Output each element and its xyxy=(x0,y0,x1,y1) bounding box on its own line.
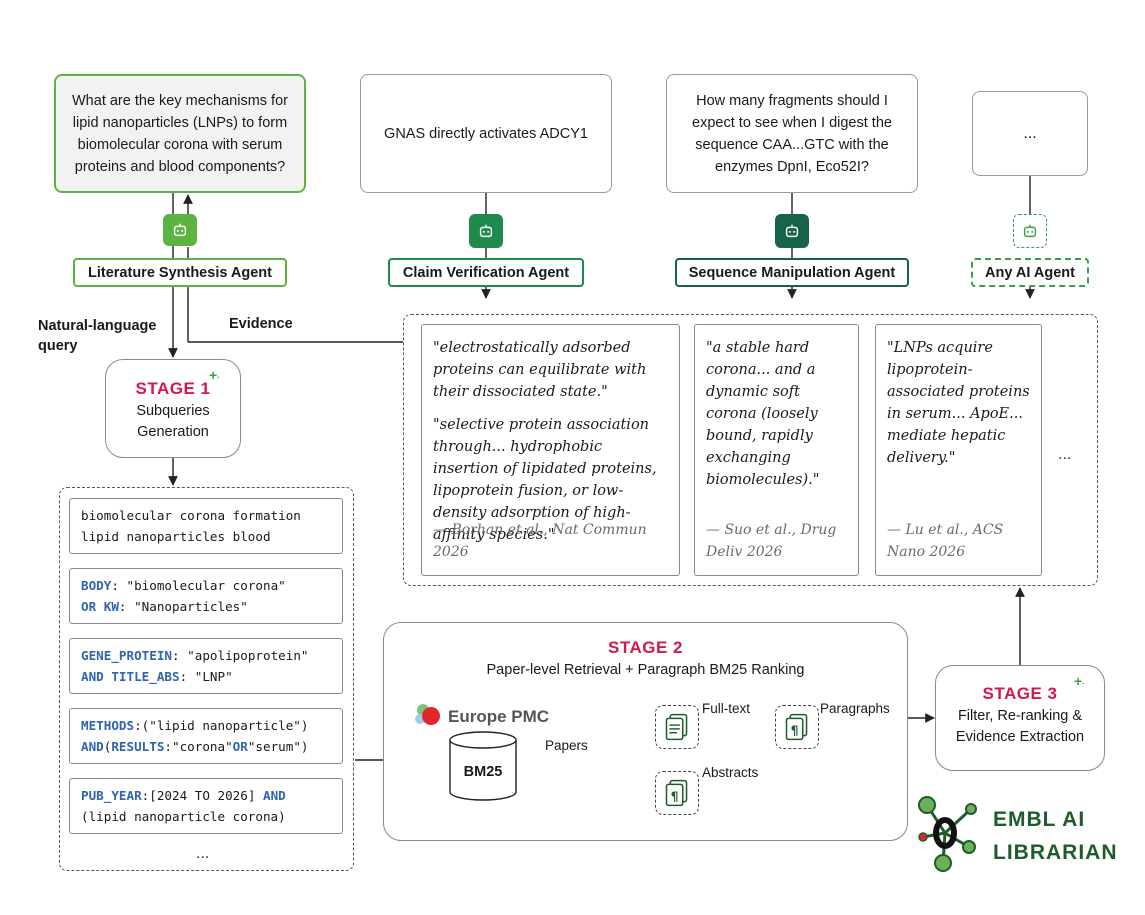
query-box-literature: What are the key mechanisms for lipid na… xyxy=(54,74,306,193)
subquery-item: BODY: "biomolecular corona" OR KW: "Nano… xyxy=(69,568,343,624)
evidence-quote: "a stable hard corona... and a dynamic s… xyxy=(706,340,820,488)
embl-logo-icon xyxy=(913,791,981,873)
subquery-text: :"corona" xyxy=(164,739,233,754)
subquery-keyword: PUB_YEAR xyxy=(81,788,142,803)
subquery-text: (lipid nanoparticle corona) xyxy=(81,809,286,824)
subquery-keyword: OR KW xyxy=(81,599,119,614)
subquery-text: ( xyxy=(103,739,112,754)
subquery-text: biomolecular corona formation lipid nano… xyxy=(81,508,301,544)
evidence-citation: — Suo et al., Drug Deliv 2026 xyxy=(706,522,837,560)
stage2-box: STAGE 2 Paper-level Retrieval + Paragrap… xyxy=(383,622,908,841)
stage1-box: STAGE 1 Subqueries Generation +· xyxy=(105,359,241,458)
svg-text:¶: ¶ xyxy=(671,789,679,804)
evidence-container xyxy=(403,314,1098,586)
paragraphs-label: Paragraphs xyxy=(820,701,890,716)
stage2-subtitle: Paper-level Retrieval + Paragraph BM25 R… xyxy=(486,662,805,678)
agent-label-claim: Claim Verification Agent xyxy=(388,258,584,287)
subquery-text: : "apolipoprotein" xyxy=(172,648,309,663)
sparkle-icon: +· xyxy=(209,367,220,383)
subquery-keyword: AND TITLE_ABS xyxy=(81,669,180,684)
subqueries-container xyxy=(59,487,354,871)
stage3-subtitle: Filter, Re-ranking & Evidence Extraction xyxy=(955,708,1085,745)
evidence-quote: "electrostatically adsorbed proteins can… xyxy=(433,340,647,400)
subquery-text: :[2024 TO 2026] xyxy=(141,788,263,803)
subquery-item: biomolecular corona formation lipid nano… xyxy=(69,498,343,554)
subquery-text: : "Nanoparticles" xyxy=(118,599,248,614)
evidence-quote: "LNPs acquire lipoprotein-associated pro… xyxy=(887,340,1030,466)
papers-label: Papers xyxy=(545,738,588,753)
robot-icon xyxy=(1013,214,1047,248)
brand-line2: LIBRARIAN xyxy=(993,841,1118,864)
paragraphs-document-icon: ¶ xyxy=(775,705,819,749)
svg-text:¶: ¶ xyxy=(791,723,799,738)
stage2-title: STAGE 2 xyxy=(608,638,683,657)
evidence-citation: — Lu et al., ACS Nano 2026 xyxy=(887,522,1004,560)
stage1-title: STAGE 1 xyxy=(135,379,211,398)
evidence-card: "electrostatically adsorbed proteins can… xyxy=(421,324,680,576)
abstracts-label: Abstracts xyxy=(702,765,759,780)
agent-label-sequence: Sequence Manipulation Agent xyxy=(675,258,909,287)
evidence-label: Evidence xyxy=(229,316,293,332)
bm25-label: BM25 xyxy=(463,764,503,780)
query-label: Natural-language query xyxy=(38,318,157,354)
brand-name: EMBL AI LIBRARIAN xyxy=(993,803,1118,869)
subquery-text: :("lipid nanoparticle") xyxy=(134,718,309,733)
europe-pmc-logo xyxy=(414,702,444,730)
evidence-card: "LNPs acquire lipoprotein-associated pro… xyxy=(875,324,1042,576)
agent-label-literature: Literature Synthesis Agent xyxy=(73,258,287,287)
subquery-item: METHODS:("lipid nanoparticle") AND(RESUL… xyxy=(69,708,343,764)
evidence-card: "a stable hard corona... and a dynamic s… xyxy=(694,324,859,576)
query-box-sequence: How many fragments should I expect to se… xyxy=(666,74,918,193)
fulltext-document-icon xyxy=(655,705,699,749)
stage1-subtitle: Subqueries Generation xyxy=(136,403,210,440)
subquery-item: GENE_PROTEIN: "apolipoprotein" AND TITLE… xyxy=(69,638,343,694)
subqueries-more: ... xyxy=(196,845,210,862)
query-box-any: ... xyxy=(972,91,1088,176)
evidence-citation: — Borhan et al., Nat Commun 2026 xyxy=(433,522,647,560)
query-box-claim: GNAS directly activates ADCY1 xyxy=(360,74,612,193)
brand-line1: EMBL AI xyxy=(993,808,1086,831)
subquery-keyword: AND xyxy=(263,788,286,803)
subquery-keyword: METHODS xyxy=(81,718,135,733)
evidence-more: ... xyxy=(1058,446,1072,463)
agent-label-any: Any AI Agent xyxy=(971,258,1089,287)
subquery-item: PUB_YEAR:[2024 TO 2026] AND (lipid nanop… xyxy=(69,778,343,834)
abstracts-document-icon: ¶ xyxy=(655,771,699,815)
stage3-title: STAGE 3 xyxy=(982,684,1058,703)
robot-icon xyxy=(775,214,809,248)
fulltext-label: Full-text xyxy=(702,701,751,716)
subquery-keyword: GENE_PROTEIN xyxy=(81,648,172,663)
robot-icon xyxy=(469,214,503,248)
stage3-box: STAGE 3 Filter, Re-ranking & Evidence Ex… xyxy=(935,665,1105,771)
subquery-text: "serum") xyxy=(247,739,309,754)
robot-icon xyxy=(163,214,197,246)
sparkle-icon: +· xyxy=(1074,673,1085,689)
subquery-keyword: RESULTS xyxy=(111,739,165,754)
evidence-quote: "selective protein association through..… xyxy=(433,417,657,543)
subquery-keyword: AND xyxy=(81,739,104,754)
subquery-text: : "LNP" xyxy=(179,669,233,684)
europe-pmc-label: Europe PMC xyxy=(448,707,550,726)
subquery-text: : "biomolecular corona" xyxy=(111,578,286,593)
subquery-keyword: OR xyxy=(232,739,248,754)
bm25-database-icon xyxy=(449,731,517,801)
subquery-keyword: BODY xyxy=(81,578,112,593)
